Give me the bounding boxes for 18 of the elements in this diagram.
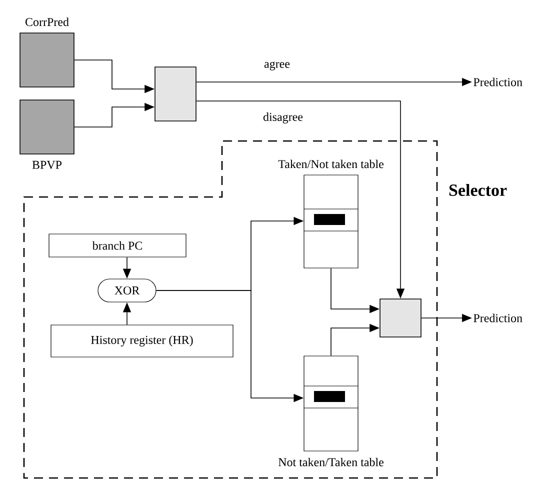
process-box: History register (HR) [50,324,234,358]
process-box: branch PC [48,234,186,258]
node-label: Taken/Not taken table [278,160,384,168]
xor-gate: XOR [98,278,156,302]
edge-label: disagree [262,112,304,124]
node-label: Selector [449,184,507,196]
node-label: Not taken/Taken table [278,458,384,466]
node-label: BPVP [32,160,62,169]
edge-label: agree [263,60,291,72]
output-label: Prediction [474,314,522,322]
combiner-box [154,66,196,122]
predictor-box: CorrPred [20,18,74,88]
predictor-box: BPVP [20,100,74,169]
table-drawing: Taken/Not taken table [278,160,384,268]
combiner-box [380,298,422,338]
output-label: Prediction [474,78,522,86]
table-drawing: Not taken/Taken table [278,356,384,466]
node-label: CorrPred [26,18,69,26]
